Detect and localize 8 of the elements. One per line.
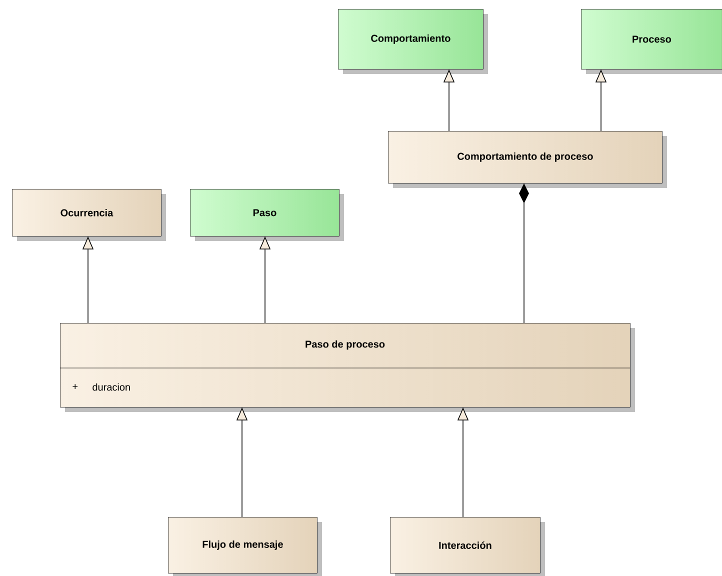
class-box: Interacción: [390, 517, 545, 576]
class-box: Comportamiento: [338, 9, 488, 74]
class-box: Ocurrencia: [12, 189, 166, 241]
class-box: Comportamiento de proceso: [388, 131, 667, 188]
class-box: Proceso: [581, 9, 722, 74]
class-box: Paso de proceso + duracion: [60, 323, 635, 412]
class-box: Paso: [190, 189, 344, 241]
class-box: Flujo de mensaje: [168, 517, 322, 576]
